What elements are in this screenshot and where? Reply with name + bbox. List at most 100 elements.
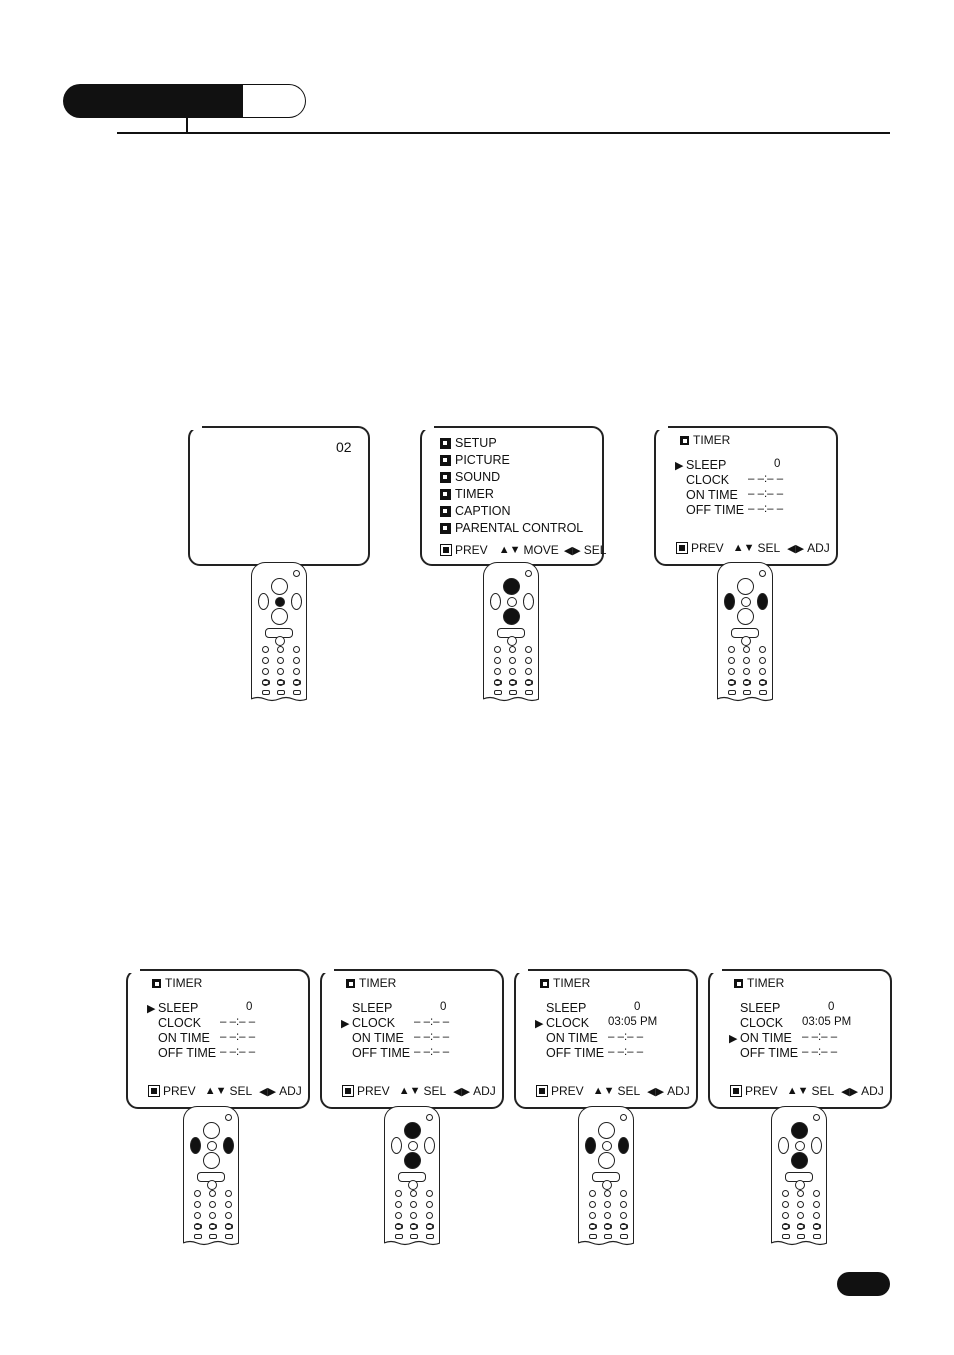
timer-row-label[interactable]: ON TIME — [546, 1031, 598, 1045]
timer-row-label[interactable]: OFF TIME — [740, 1046, 799, 1060]
timer-row-label[interactable]: ON TIME — [740, 1031, 792, 1045]
left-button — [391, 1137, 402, 1154]
header-rule — [117, 132, 890, 134]
menu-footer: PREV ▲▼ MOVE ◀▶ SEL — [440, 543, 606, 557]
menu-item-parental-control[interactable]: PARENTAL CONTROL — [440, 521, 583, 535]
menu-item-timer[interactable]: TIMER — [440, 487, 494, 501]
up-button — [503, 578, 520, 595]
timer-row-label[interactable]: OFF TIME — [686, 503, 745, 517]
menu-item-sound[interactable]: SOUND — [440, 470, 500, 484]
timer-row-label[interactable]: ON TIME — [158, 1031, 210, 1045]
leftright-icon: ◀▶ — [563, 544, 581, 557]
timer-row-value: – –:– – — [414, 1046, 450, 1058]
power-button — [620, 1114, 627, 1121]
menu-button — [795, 1141, 805, 1151]
tv-screen-channel: 02 — [188, 424, 370, 566]
menu-item-setup[interactable]: SETUP — [440, 436, 497, 450]
timer-row-label[interactable]: ON TIME — [686, 488, 738, 502]
footer-sel: SEL — [757, 541, 781, 555]
right-button — [523, 593, 534, 610]
timer-row-value: 0 — [774, 458, 781, 470]
timer-footer: PREV▲▼SEL◀▶ADJ — [148, 1084, 302, 1098]
timer-row-label[interactable]: CLOCK — [158, 1016, 202, 1030]
menu-item-label: CAPTION — [455, 504, 511, 518]
footer-prev: PREV — [455, 543, 488, 557]
timer-row-value: – –:– – — [748, 488, 784, 500]
timer-title-text: TIMER — [359, 976, 397, 990]
timer-footer: PREV▲▼SEL◀▶ADJ — [730, 1084, 884, 1098]
left-button — [585, 1137, 596, 1154]
timer-icon — [346, 978, 355, 988]
menu-item-label: SETUP — [455, 436, 497, 450]
timer-row-label[interactable]: CLOCK — [740, 1016, 784, 1030]
section-tab — [63, 84, 308, 118]
remote-control — [717, 562, 773, 702]
timer-row-value: 03:05 PM — [802, 1016, 852, 1028]
right-button — [223, 1137, 234, 1154]
power-button — [759, 570, 766, 577]
timer-row-label[interactable]: ON TIME — [352, 1031, 404, 1045]
timer-row-value: 0 — [828, 1001, 835, 1013]
timer-row-value: 0 — [440, 1001, 447, 1013]
timer-row-value: – –:– – — [220, 1046, 256, 1058]
footer-prev: PREV — [163, 1084, 196, 1098]
remote-control — [183, 1106, 239, 1246]
timer-row-label[interactable]: SLEEP — [546, 1001, 587, 1015]
section-tab-light — [243, 84, 306, 118]
power-button — [426, 1114, 433, 1121]
leftright-icon: ◀▶ — [453, 1085, 471, 1098]
timer-footer: PREV▲▼SEL◀▶ADJ — [536, 1084, 690, 1098]
menu-button — [602, 1141, 612, 1151]
leftright-icon: ◀▶ — [647, 1085, 665, 1098]
menu-item-picture[interactable]: PICTURE — [440, 453, 510, 467]
timer-row-value: – –:– – — [220, 1031, 256, 1043]
timer-icon — [440, 488, 451, 500]
footer-sel: SEL — [583, 543, 607, 557]
right-button — [811, 1137, 822, 1154]
down-button — [503, 608, 520, 625]
left-button — [258, 593, 269, 610]
timer-row-label[interactable]: CLOCK — [546, 1016, 590, 1030]
timer-row-label[interactable]: SLEEP — [686, 458, 727, 472]
caption-icon — [440, 505, 451, 517]
power-button — [293, 570, 300, 577]
leftright-icon: ◀▶ — [787, 542, 805, 555]
timer-row-label[interactable]: SLEEP — [352, 1001, 393, 1015]
up-button — [598, 1122, 615, 1139]
menu-item-caption[interactable]: CAPTION — [440, 504, 511, 518]
footer-adj: ADJ — [861, 1084, 884, 1098]
timer-title: TIMER — [540, 976, 590, 990]
up-button — [737, 578, 754, 595]
footer-prev: PREV — [357, 1084, 390, 1098]
timer-row-label[interactable]: OFF TIME — [546, 1046, 605, 1060]
timer-footer: PREV▲▼SEL◀▶ADJ — [676, 541, 830, 555]
timer-row-value: – –:– – — [608, 1031, 644, 1043]
timer-row-value: – –:– – — [748, 473, 784, 485]
timer-row-value: – –:– – — [414, 1031, 450, 1043]
timer-row-label[interactable]: OFF TIME — [352, 1046, 411, 1060]
timer-row-label[interactable]: CLOCK — [352, 1016, 396, 1030]
timer-row-label[interactable]: OFF TIME — [158, 1046, 217, 1060]
leftright-icon: ◀▶ — [259, 1085, 277, 1098]
timer-row-label[interactable]: SLEEP — [158, 1001, 199, 1015]
prev-icon — [148, 1085, 160, 1097]
left-button — [190, 1137, 201, 1154]
timer-row-label[interactable]: SLEEP — [740, 1001, 781, 1015]
down-button — [404, 1152, 421, 1169]
timer-icon — [540, 978, 549, 988]
updown-icon: ▲▼ — [498, 544, 521, 556]
remote-control — [251, 562, 307, 702]
timer-row-value: 0 — [246, 1001, 253, 1013]
right-button — [757, 593, 768, 610]
footer-prev: PREV — [691, 541, 724, 555]
updown-icon: ▲▼ — [398, 1085, 421, 1097]
timer-row-value: – –:– – — [802, 1046, 838, 1058]
timer-row-label[interactable]: CLOCK — [686, 473, 730, 487]
menu-button — [275, 597, 285, 607]
header-rule-tick — [186, 118, 188, 133]
timer-title-text: TIMER — [693, 433, 731, 447]
channel-number: 02 — [336, 439, 352, 455]
menu-item-label: SOUND — [455, 470, 501, 484]
timer-title-text: TIMER — [165, 976, 203, 990]
